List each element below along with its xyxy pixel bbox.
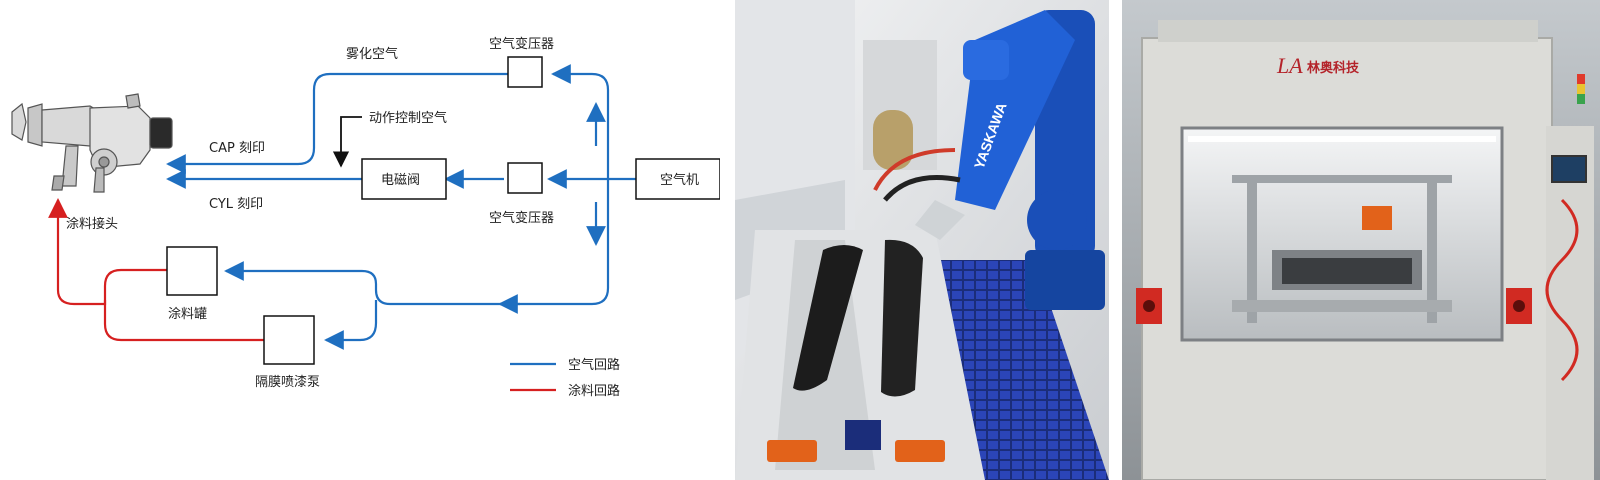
spray-gun-illustration (11, 93, 173, 193)
legend: 空气回路 涂料回路 (510, 357, 620, 399)
legend-paint-label: 涂料回路 (568, 383, 620, 399)
label-cap: CAP 刻印 (209, 141, 265, 156)
label-cyl: CYL 刻印 (209, 197, 263, 212)
diaphragm-pump-box (263, 315, 315, 365)
regulator-bottom-box (507, 162, 543, 194)
machine-logo: LA (1276, 53, 1303, 78)
welding-machine-photo: LA 林奥科技 (1122, 0, 1600, 480)
air-line-to-pump (324, 300, 378, 350)
control-air-arrow (332, 116, 362, 168)
paint-line-tank-to-junction (48, 198, 167, 306)
regulator-top-box (507, 56, 543, 88)
label-atomizing-air: 雾化空气 (346, 46, 398, 62)
robot-spray-booth-photo: YASKAWA (735, 0, 1109, 480)
label-regulator-top: 空气变压器 (489, 36, 554, 52)
air-line-main-loop (551, 64, 610, 179)
paint-line-pump-to-junction (103, 300, 264, 342)
label-solenoid-valve: 电磁阀 (381, 173, 420, 188)
hmi-screen (1551, 155, 1587, 183)
solenoid-valve-box (361, 158, 447, 200)
machine-brand: 林奥科技 (1307, 60, 1360, 76)
black-part-right (881, 239, 923, 397)
label-paint-tank: 涂料罐 (168, 306, 207, 322)
label-control-air: 动作控制空气 (369, 110, 447, 126)
label-diaphragm-pump: 隔膜喷漆泵 (255, 374, 320, 390)
compressor-box (635, 158, 720, 200)
paint-air-circuit-diagram: 雾化空气 空气变压器 动作控制空气 电磁阀 空气机 空气变压器 CAP 刻印 C… (0, 0, 720, 480)
robot-arm: YASKAWA (873, 10, 1105, 310)
black-part-left (793, 245, 863, 391)
paint-tank-box (166, 246, 218, 296)
label-paint-joint: 涂料接头 (66, 216, 118, 232)
label-regulator-bottom: 空气变压器 (489, 210, 554, 226)
air-line-to-tank (224, 261, 520, 306)
label-compressor: 空气机 (660, 172, 699, 188)
air-line-cap (166, 72, 508, 174)
legend-air-label: 空气回路 (568, 357, 620, 373)
